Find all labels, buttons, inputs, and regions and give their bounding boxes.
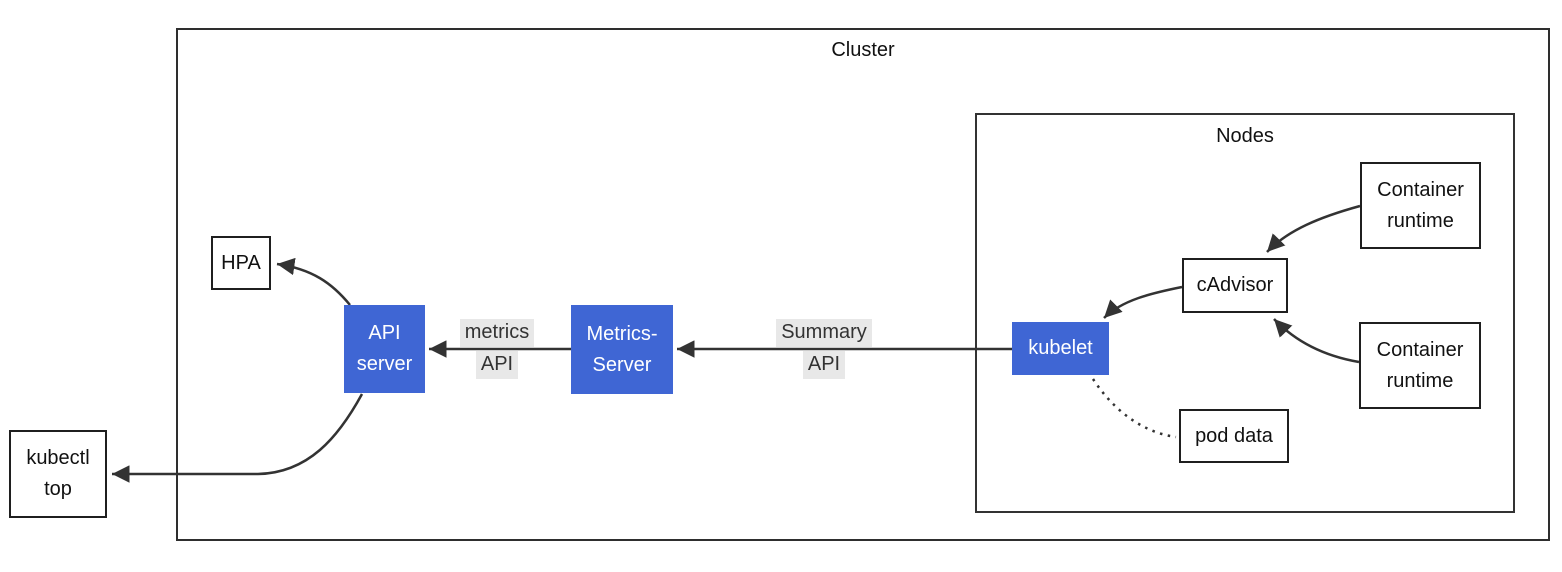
node-kubectl-top-label-line2: top xyxy=(44,478,72,500)
node-kubectl-top-label-line1: kubectl xyxy=(26,447,90,469)
nodes-title: Nodes xyxy=(1216,125,1274,147)
node-kubectl-top: kubectl top xyxy=(9,430,107,518)
node-container-runtime-bottom-label-line2: runtime xyxy=(1386,369,1454,392)
node-cadvisor: cAdvisor xyxy=(1182,258,1288,313)
node-metrics-server: Metrics- Server xyxy=(571,305,673,394)
edge-label-summary-api: Summary API xyxy=(764,319,884,379)
node-metrics-server-label-line2: Server xyxy=(592,353,652,376)
node-pod-data: pod data xyxy=(1179,409,1289,463)
edge-label-metrics-api-line1: metrics xyxy=(459,319,535,347)
node-api-server: API server xyxy=(344,305,425,393)
node-container-runtime-top-label-line1: Container xyxy=(1377,178,1464,201)
node-kubelet: kubelet xyxy=(1012,322,1109,375)
node-api-server-label-line1: API xyxy=(368,322,401,344)
node-container-runtime-bottom: Container runtime xyxy=(1359,322,1481,409)
node-hpa: HPA xyxy=(211,236,271,290)
node-hpa-label: HPA xyxy=(221,251,261,274)
node-kubelet-label: kubelet xyxy=(1028,337,1093,359)
edge-label-summary-api-line1: Summary xyxy=(776,319,872,347)
node-container-runtime-top: Container runtime xyxy=(1360,162,1481,249)
cluster-title: Cluster xyxy=(831,39,895,61)
node-cadvisor-label: cAdvisor xyxy=(1196,274,1274,296)
node-api-server-label-line2: server xyxy=(356,353,413,375)
node-metrics-server-label-line1: Metrics- xyxy=(586,322,658,345)
edge-label-metrics-api-line2: API xyxy=(475,351,519,379)
node-container-runtime-top-label-line2: runtime xyxy=(1387,209,1454,232)
node-container-runtime-bottom-label-line1: Container xyxy=(1376,338,1464,361)
edge-label-metrics-api: metrics API xyxy=(437,319,557,379)
node-pod-data-label: pod data xyxy=(1195,424,1273,447)
edge-label-summary-api-line2: API xyxy=(802,351,846,379)
nodes-boundary xyxy=(975,113,1515,513)
cluster-boundary xyxy=(176,28,1550,541)
